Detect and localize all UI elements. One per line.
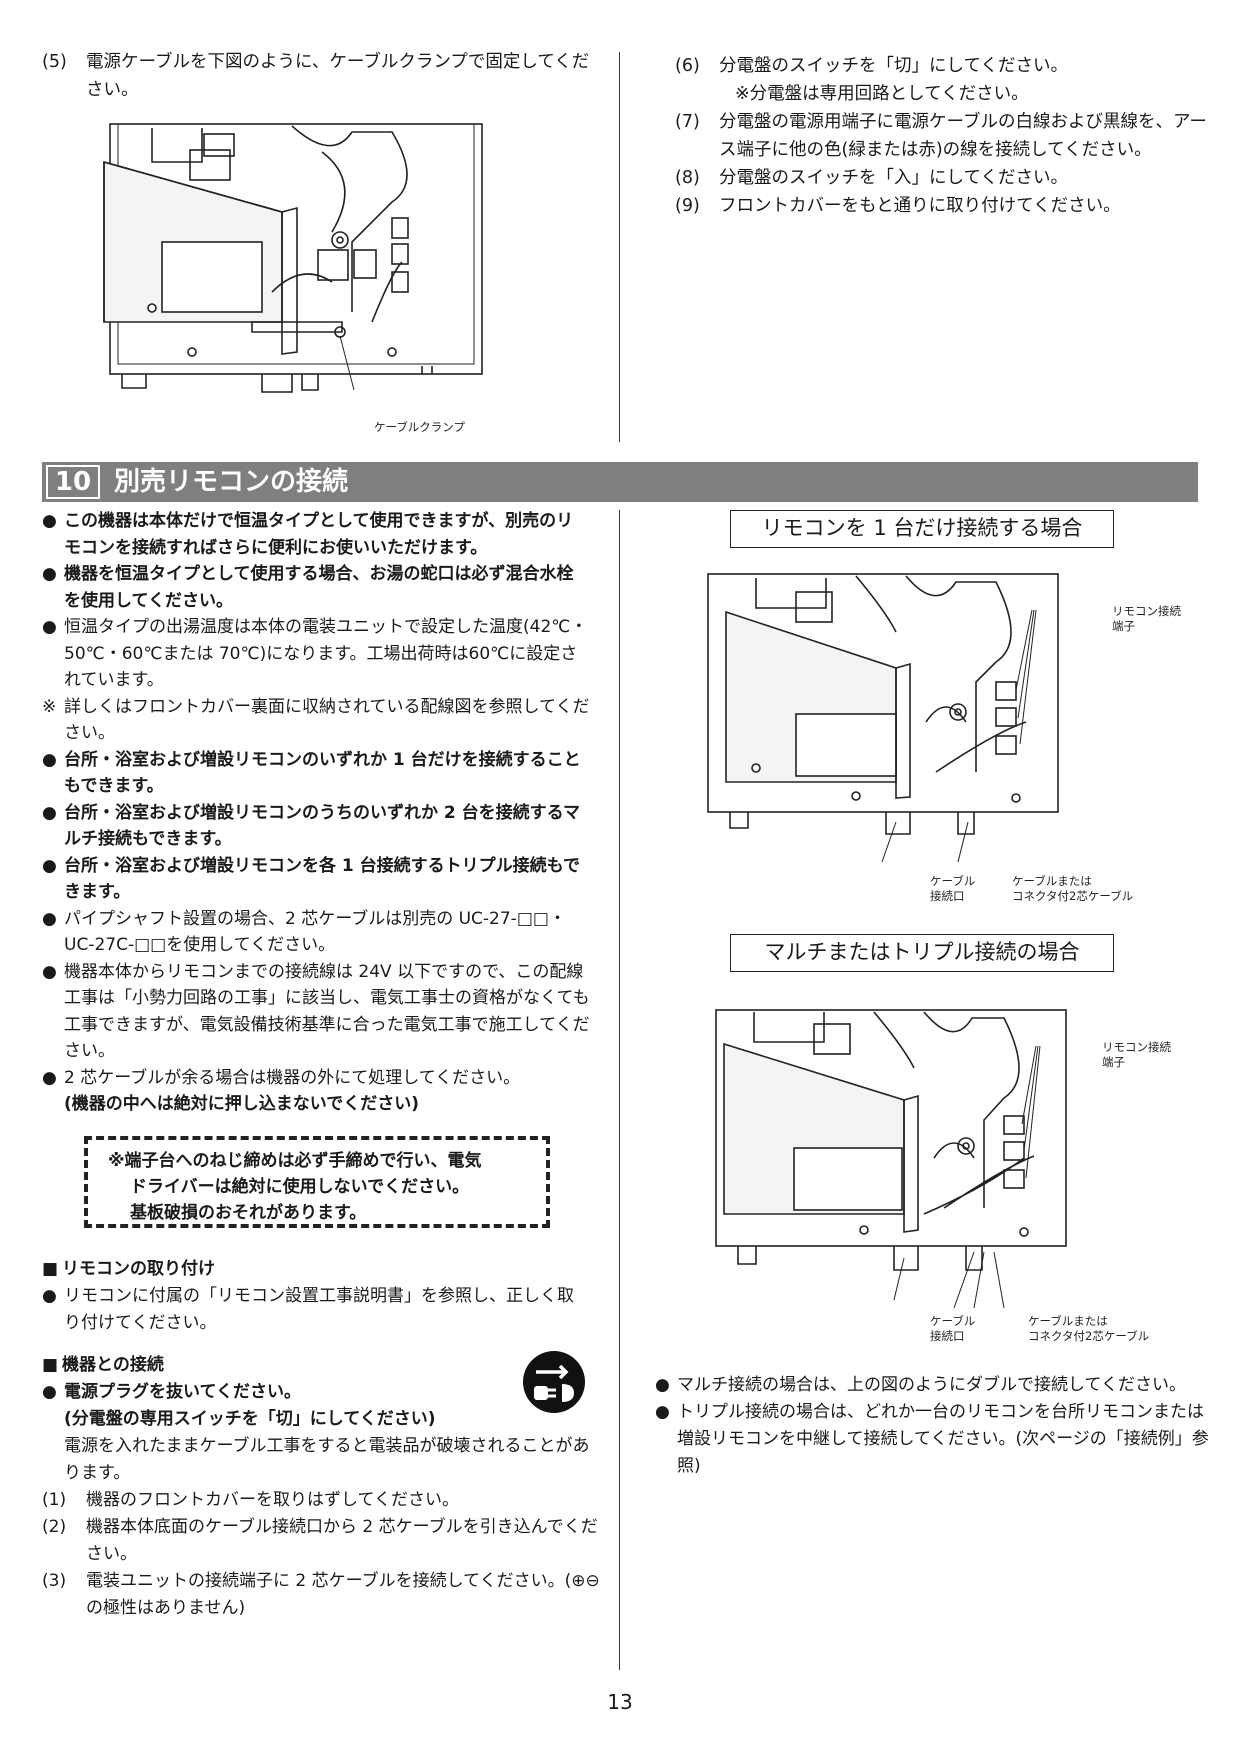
- bullet-item: 機器を恒温タイプとして使用する場合、お湯の蛇口は必ず混合水栓を使用してください。: [42, 561, 590, 614]
- note-text: 電源を入れたままケーブル工事をすると電装品が破壊されることがあります。: [64, 1436, 590, 1483]
- section-header: 10 別売リモコンの接続: [42, 462, 1198, 502]
- step-9: (9) フロントカバーをもと通りに取り付けてください。: [675, 192, 1215, 220]
- bullet-item: この機器は本体だけで恒温タイプとして使用できますが、別売のリモコンを接続すればさ…: [42, 508, 590, 561]
- multi-remote-figure: [715, 1009, 1067, 1308]
- note-item: 詳しくはフロントカバー裏面に収納されている配線図を参照してください。: [42, 694, 590, 747]
- column-divider-top: [619, 52, 620, 442]
- single-remote-figure: [707, 573, 1059, 863]
- bullet-item: 電源プラグを抜いてください。: [42, 1379, 602, 1406]
- connect-step-1: (1) 機器のフロントカバーを取りはずしてください。: [42, 1487, 602, 1514]
- bullet-item: トリプル接続の場合は、どれか一台のリモコンを台所リモコンまたは増設リモコンを中継…: [655, 1399, 1210, 1480]
- device-connect-section: 機器との接続 電源プラグを抜いてください。 (分電盤の専用スイッチを「切」にして…: [42, 1352, 602, 1622]
- right-bullets: マルチ接続の場合は、上の図のようにダブルで接続してください。 トリプル接続の場合…: [655, 1372, 1210, 1480]
- section-title: 別売リモコンの接続: [114, 467, 349, 497]
- cable-caption-2: ケーブルまたは コネクタ付2芯ケーブル: [1028, 1314, 1150, 1343]
- column-divider-bottom: [619, 510, 620, 1670]
- bold-note: (機器の中へは絶対に押し込まないでください): [64, 1094, 420, 1114]
- step-6-note: ※分電盤は専用回路としてください。: [675, 80, 1215, 108]
- connect-step-2: (2) 機器本体底面のケーブル接続口から 2 芯ケーブルを引き込んでください。: [42, 1514, 602, 1568]
- single-connection-label: リモコンを 1 台だけ接続する場合: [730, 510, 1114, 548]
- warning-box: ※端子台へのねじ締めは必ず手締めで行い、電気 ドライバーは絶対に使用しないでくだ…: [84, 1136, 550, 1228]
- step-number: (9): [675, 196, 700, 216]
- step-text: 分電盤の電源用端子に電源ケーブルの白線および黒線を、アース端子に他の色(緑または…: [719, 112, 1207, 160]
- step-text: フロントカバーをもと通りに取り付けてください。: [719, 196, 1121, 216]
- top-right-column: (6) 分電盤のスイッチを「切」にしてください。 ※分電盤は専用回路としてくださ…: [675, 52, 1215, 220]
- step-number: (3): [42, 1571, 67, 1591]
- subsection-heading: リモコンの取り付け: [42, 1256, 590, 1283]
- page-number: 13: [607, 1690, 633, 1714]
- step-number: (7): [675, 112, 700, 132]
- terminal-caption-2: リモコン接続 端子: [1102, 1040, 1171, 1069]
- step-text: 機器のフロントカバーを取りはずしてください。: [86, 1490, 459, 1510]
- bullet-item: 機器本体からリモコンまでの接続線は 24V 以下ですので、この配線工事は「小勢力…: [42, 959, 590, 1065]
- warning-line: ドライバーは絶対に使用しないでください。: [130, 1177, 470, 1197]
- bottom-left-column: この機器は本体だけで恒温タイプとして使用できますが、別売のリモコンを接続すればさ…: [42, 508, 590, 1118]
- remote-install-section: リモコンの取り付け リモコンに付属の「リモコン設置工事説明書」を参照し、正しく取…: [42, 1256, 590, 1337]
- step-6: (6) 分電盤のスイッチを「切」にしてください。: [675, 52, 1215, 80]
- bullet-item: 台所・浴室および増設リモコンのうちのいずれか 2 台を接続するマルチ接続もできま…: [42, 800, 590, 853]
- step-text: 機器本体底面のケーブル接続口から 2 芯ケーブルを引き込んでください。: [86, 1517, 598, 1564]
- multi-connection-label: マルチまたはトリプル接続の場合: [730, 934, 1114, 972]
- bullet-item: 2 芯ケーブルが余る場合は機器の外にて処理してください。: [42, 1065, 590, 1092]
- unplug-icon: [523, 1351, 585, 1413]
- step-note-text: ※分電盤は専用回路としてください。: [735, 84, 1029, 104]
- step-text: 分電盤のスイッチを「切」にしてください。: [719, 56, 1068, 76]
- bullet-item: リモコンに付属の「リモコン設置工事説明書」を参照し、正しく取り付けてください。: [42, 1283, 590, 1337]
- step-number: (8): [675, 168, 700, 188]
- connect-step-3: (3) 電装ユニットの接続端子に 2 芯ケーブルを接続してください。(⊕⊖の極性…: [42, 1568, 602, 1622]
- step-number: (1): [42, 1490, 67, 1510]
- cable-caption-1: ケーブルまたは コネクタ付2芯ケーブル: [1012, 874, 1134, 903]
- bullet-item: パイプシャフト設置の場合、2 芯ケーブルは別売の UC-27-□□・UC-27C…: [42, 906, 590, 959]
- top-left-column: (5) 電源ケーブルを下図のように、ケーブルクランプで固定してください。: [42, 48, 590, 104]
- bullet-item: 台所・浴室および増設リモコンのいずれか 1 台だけを接続することもできます。: [42, 747, 590, 800]
- bullet-item: 恒温タイプの出湯温度は本体の電装ユニットで設定した温度(42℃・50℃・60℃ま…: [42, 614, 590, 694]
- bold-subnote: (分電盤の専用スイッチを「切」にしてください): [64, 1409, 436, 1429]
- step-text: 電装ユニットの接続端子に 2 芯ケーブルを接続してください。(⊕⊖の極性はありま…: [86, 1571, 600, 1618]
- step-text: 電源ケーブルを下図のように、ケーブルクランプで固定してください。: [86, 52, 590, 100]
- bullet-item: 台所・浴室および増設リモコンを各 1 台接続するトリプル接続もできます。: [42, 853, 590, 906]
- cable-clamp-caption: ケーブルクランプ: [374, 420, 465, 434]
- section-number: 10: [46, 465, 100, 499]
- step-text: 分電盤のスイッチを「入」にしてください。: [719, 168, 1068, 188]
- warning-line: 基板破損のおそれがあります。: [130, 1203, 367, 1223]
- terminal-caption-1: リモコン接続 端子: [1112, 604, 1181, 633]
- step-number: (5): [42, 52, 67, 72]
- step-number: (2): [42, 1517, 67, 1537]
- step-8: (8) 分電盤のスイッチを「入」にしてください。: [675, 164, 1215, 192]
- bullet-item: マルチ接続の場合は、上の図のようにダブルで接続してください。: [655, 1372, 1210, 1399]
- step-5: (5) 電源ケーブルを下図のように、ケーブルクランプで固定してください。: [42, 48, 590, 104]
- subsection-heading: 機器との接続: [42, 1352, 602, 1379]
- cable-clamp-figure: [103, 123, 483, 393]
- port-caption-1: ケーブル 接続口: [930, 874, 976, 903]
- step-7: (7) 分電盤の電源用端子に電源ケーブルの白線および黒線を、アース端子に他の色(…: [675, 108, 1215, 164]
- step-number: (6): [675, 56, 700, 76]
- port-caption-2: ケーブル 接続口: [930, 1314, 976, 1343]
- warning-line: ※端子台へのねじ締めは必ず手締めで行い、電気: [108, 1151, 482, 1171]
